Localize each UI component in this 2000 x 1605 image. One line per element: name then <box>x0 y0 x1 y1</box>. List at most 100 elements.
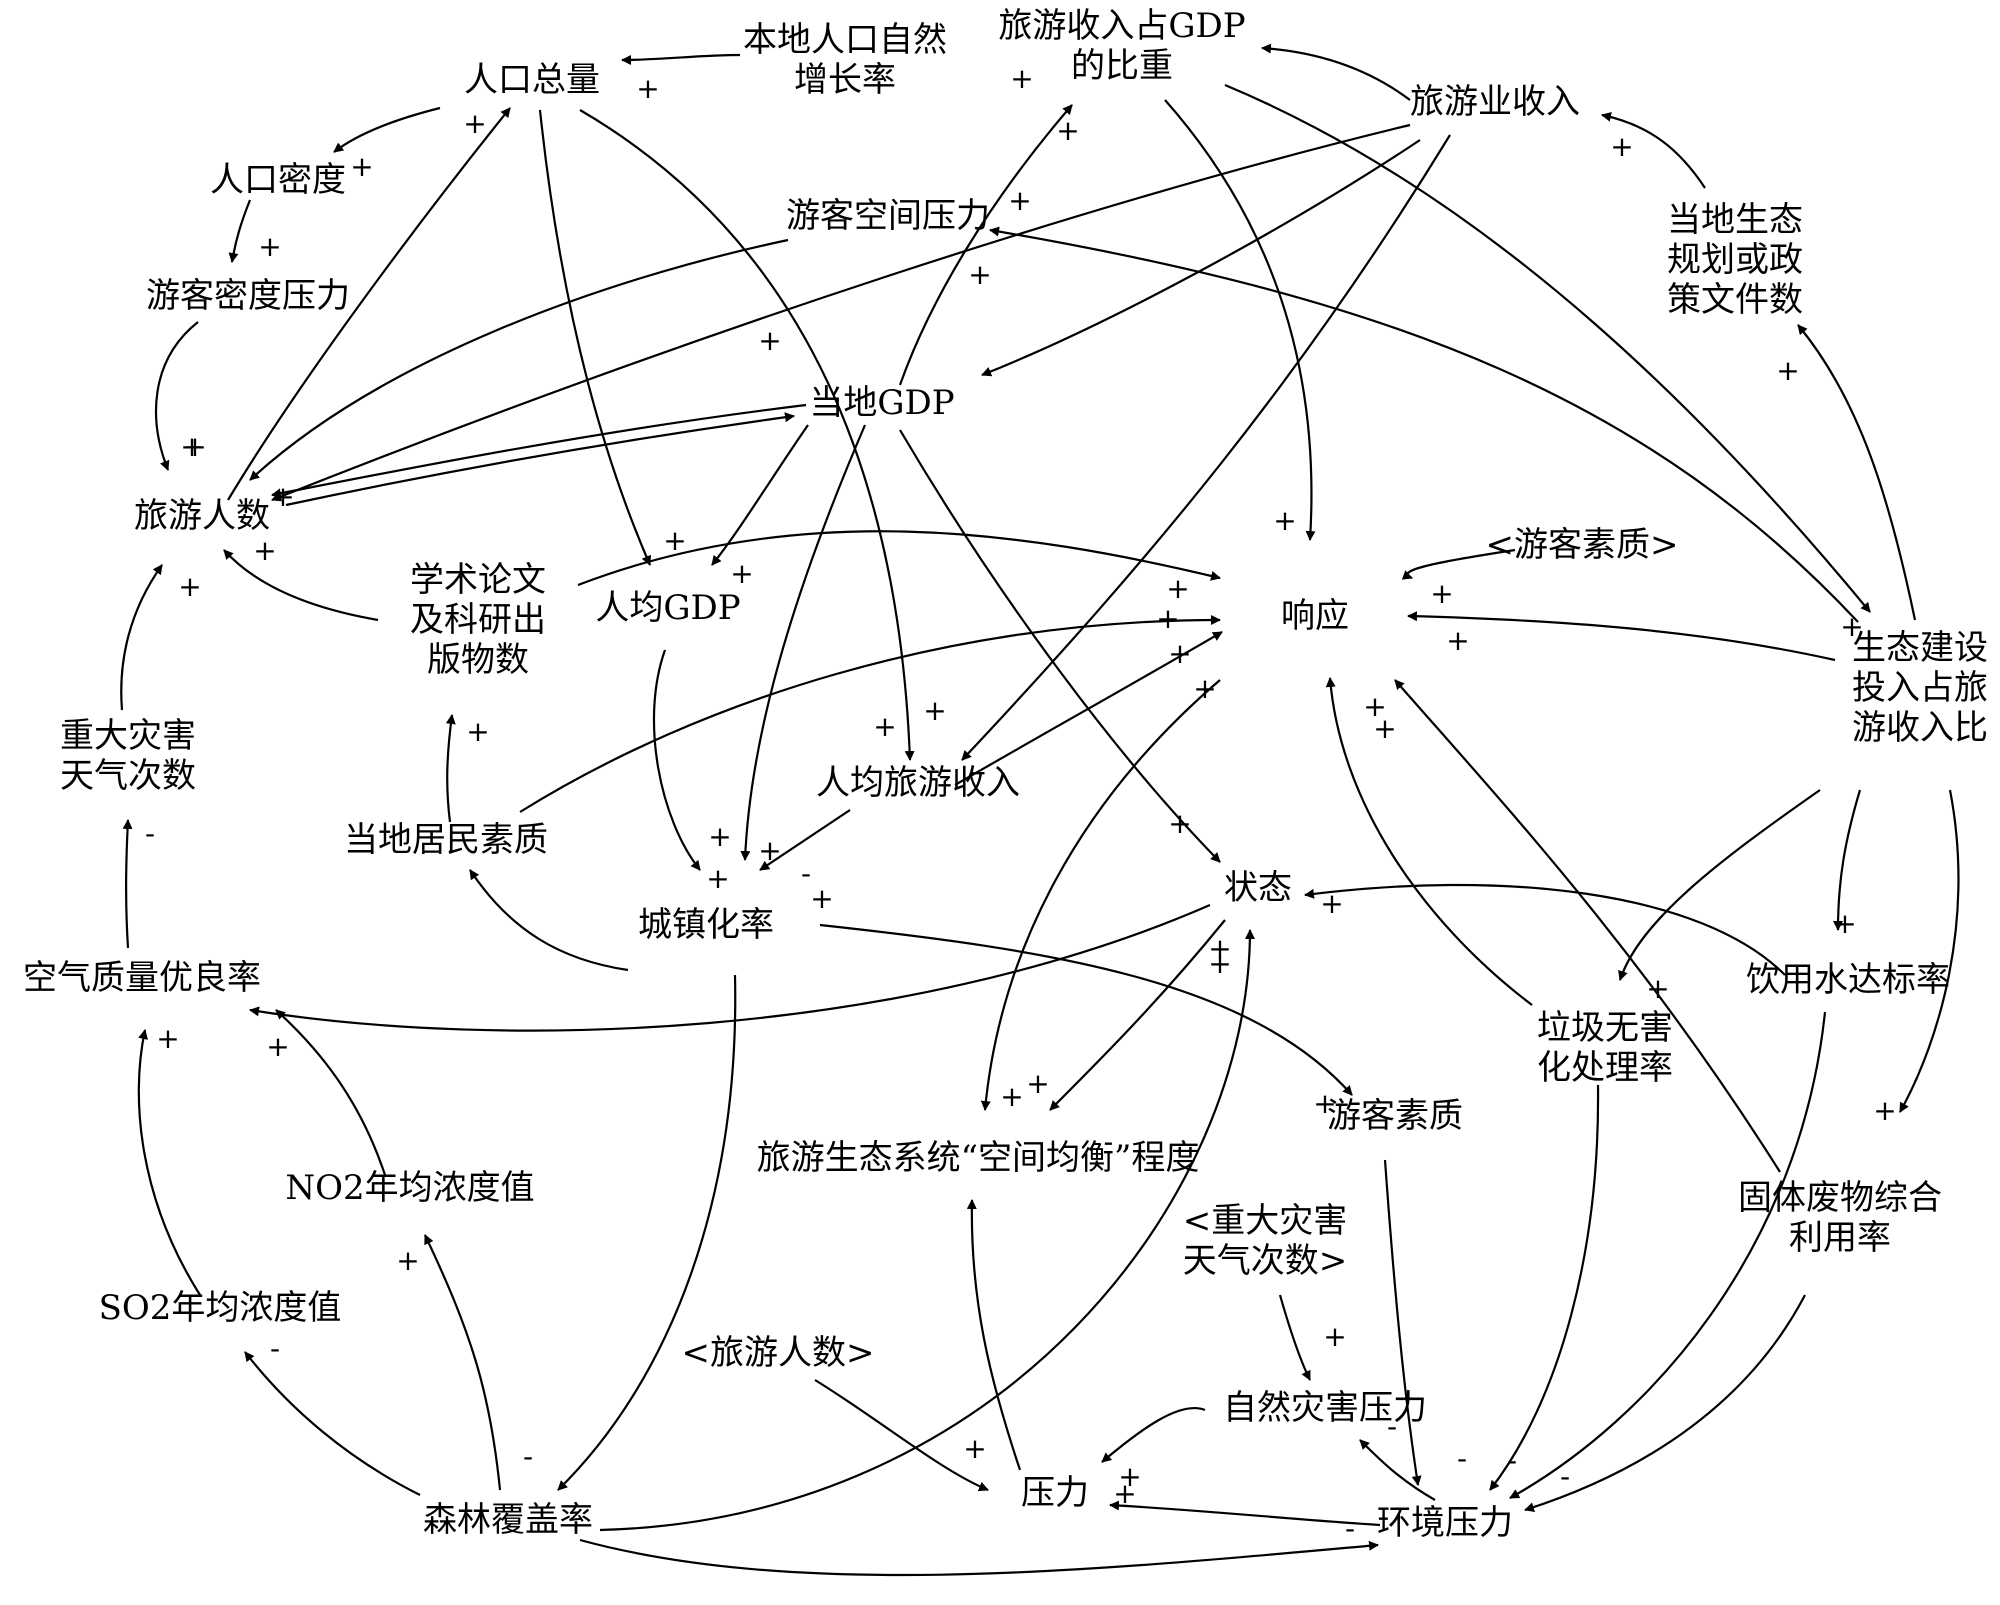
node-label-zdzh-2: 天气次数 <box>60 756 196 796</box>
polarity-sign: + <box>1776 354 1799 387</box>
link-hjyl-yali <box>1109 1500 1381 1527</box>
polarity-sign: + <box>1008 184 1031 217</box>
causal-links <box>120 43 1960 1577</box>
polarity-sign: + <box>708 820 731 853</box>
polarity-sign: + <box>706 862 729 895</box>
link-ddgdp-zhuangtai <box>899 429 1221 863</box>
node-label-rkzl-1: 人口总量 <box>464 60 600 100</box>
node-lyrsref: <旅游人数> <box>682 1333 875 1373</box>
link-stjs-yysdb <box>1833 789 1862 931</box>
node-label-gtfw-1: 固体废物综合 <box>1738 1178 1942 1218</box>
node-hjyl: 环境压力 <box>1377 1503 1513 1543</box>
link-rkmd-ykmdyl <box>228 199 252 263</box>
polarity-sign: - <box>1507 1444 1517 1477</box>
polarity-sign: + <box>1430 577 1453 610</box>
link-czhl-ddjmsz <box>469 869 629 972</box>
node-label-rjgdp-1: 人均GDP <box>595 588 740 628</box>
link-ljwh-xiangying <box>1325 677 1533 1006</box>
polarity-sign: - <box>1387 1410 1397 1443</box>
polarity-signs: +++++++++++++++++++++++++++++++++++++-++… <box>145 62 1897 1545</box>
polarity-sign: + <box>396 1244 419 1277</box>
node-label-zhuangtai-1: 状态 <box>1224 868 1292 908</box>
node-lyjh: 旅游生态系统“空间均衡”程度 <box>757 1138 1200 1178</box>
polarity-sign: + <box>1026 1067 1049 1100</box>
link-xiangying-lyjh <box>980 679 1221 1111</box>
polarity-sign: + <box>463 107 486 140</box>
polarity-sign: + <box>758 834 781 867</box>
node-label-xsly-1: 学术论文 <box>410 560 546 600</box>
link-ddjmsz-xsly <box>445 714 456 823</box>
link-rkzl-rjgdp <box>538 109 652 566</box>
node-so2: SO2年均浓度值 <box>99 1288 342 1328</box>
link-ykkjyl-lyrs <box>249 238 789 481</box>
polarity-sign: - <box>145 817 155 850</box>
polarity-sign: + <box>873 710 896 743</box>
link-ykmdyl-lyrs <box>154 321 199 471</box>
link-slfgl-hjyl <box>579 1538 1379 1577</box>
node-label-gtfw-2: 利用率 <box>1789 1218 1891 1258</box>
polarity-sign: + <box>1646 972 1669 1005</box>
node-label-rjlysr-1: 人均旅游收入 <box>816 763 1020 803</box>
node-label-ljwh-2: 化处理率 <box>1537 1048 1673 1088</box>
link-stjs-ddstgh <box>1797 324 1917 621</box>
node-label-xsly-3: 版物数 <box>427 640 529 680</box>
link-stjs-ljwh <box>1618 789 1821 981</box>
link-xsly-xiangying <box>577 530 1221 587</box>
polarity-sign: + <box>663 524 686 557</box>
polarity-sign: + <box>1840 610 1863 643</box>
node-label-bdrk-1: 本地人口自然 <box>743 20 947 60</box>
polarity-sign: + <box>1168 807 1191 840</box>
polarity-sign: + <box>1363 690 1386 723</box>
polarity-sign: + <box>1168 637 1191 670</box>
node-rkmd: 人口密度 <box>210 160 346 200</box>
node-label-lyrsref-1: <旅游人数> <box>682 1333 875 1373</box>
polarity-sign: + <box>156 1022 179 1055</box>
link-zdzhref-zrzh <box>1278 1294 1311 1381</box>
node-label-ddstgh-1: 当地生态 <box>1667 200 1803 240</box>
link-yysdb-hjyl <box>1509 1011 1827 1499</box>
link-ddgdp-czhl <box>740 424 867 861</box>
polarity-sign: - <box>1457 1442 1467 1475</box>
node-label-ddstgh-2: 规划或政 <box>1667 240 1803 280</box>
node-label-no2-1: NO2年均浓度值 <box>285 1168 534 1208</box>
node-slfgl: 森林覆盖率 <box>423 1500 593 1540</box>
link-lyysr-lyrs <box>271 123 1411 502</box>
node-label-xsly-2: 及科研出 <box>410 600 546 640</box>
node-ykmdyl: 游客密度压力 <box>146 276 350 316</box>
node-zhuangtai: 状态 <box>1224 868 1292 908</box>
node-label-bdrk-2: 增长率 <box>794 60 896 100</box>
node-lyysr: 旅游业收入 <box>1410 82 1580 122</box>
node-label-rkmd-1: 人口密度 <box>210 160 346 200</box>
polarity-sign: + <box>1320 887 1343 920</box>
polarity-sign: + <box>1010 62 1033 95</box>
link-lyysr-rjlysr <box>961 134 1451 761</box>
link-ykszref-xiangying <box>1401 548 1516 580</box>
node-label-yysdb-1: 饮用水达标率 <box>1746 960 1950 1000</box>
link-ddgdp-lysrzb <box>898 104 1073 386</box>
link-bdrk-rkzl <box>621 53 741 65</box>
polarity-sign: + <box>730 557 753 590</box>
link-stjs-ykkjyl <box>989 226 1859 623</box>
polarity-sign: + <box>180 430 203 463</box>
polarity-sign: + <box>1610 130 1633 163</box>
polarity-sign: + <box>178 570 201 603</box>
polarity-sign: + <box>923 694 946 727</box>
node-label-ddgdp-1: 当地GDP <box>809 383 954 423</box>
link-slfgl-so2 <box>244 1351 421 1496</box>
polarity-sign: + <box>1273 504 1296 537</box>
link-hjyl-zrzh <box>1359 1439 1436 1501</box>
variables: 人口总量本地人口自然增长率旅游收入占GDP的比重旅游业收入人口密度游客密度压力游… <box>23 6 1988 1543</box>
link-rkzl-rkmd <box>333 106 441 153</box>
polarity-sign: + <box>1208 932 1231 965</box>
polarity-sign: + <box>1446 624 1469 657</box>
node-label-ykszref-1: <游客素质> <box>1486 525 1679 565</box>
node-yysdb: 饮用水达标率 <box>1746 960 1950 1000</box>
polarity-sign: + <box>1313 1087 1336 1120</box>
link-stjs-xiangying <box>1407 611 1836 662</box>
node-label-lysrzb-2: 的比重 <box>1071 46 1173 86</box>
